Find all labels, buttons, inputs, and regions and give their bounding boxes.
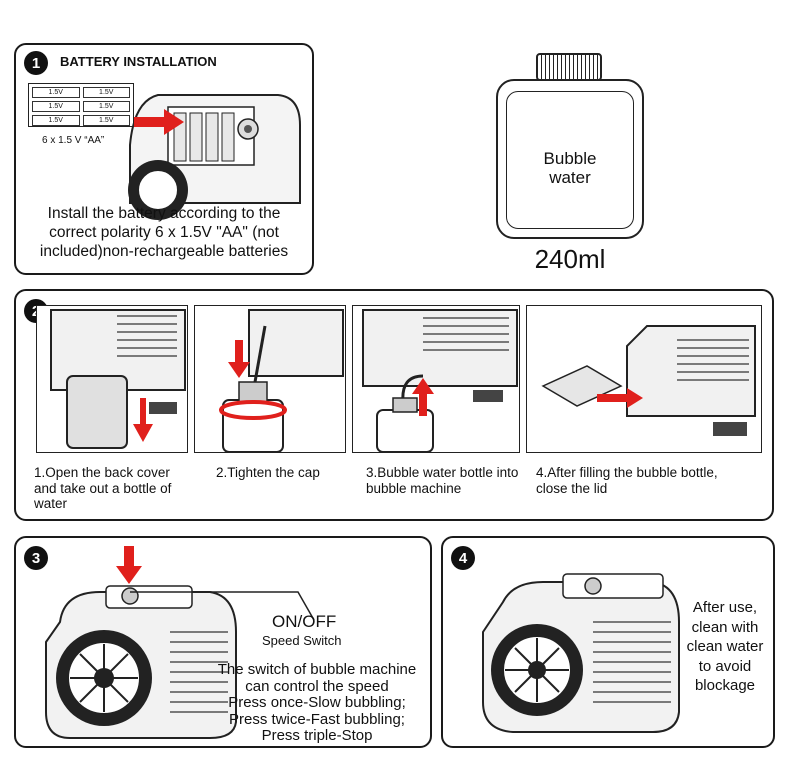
cleaning-description-line: After use, bbox=[692, 599, 758, 616]
bottle-cap bbox=[536, 53, 602, 81]
step2-caption-4: 4.After filling the bubble bottle, close… bbox=[536, 465, 718, 496]
battery-cell: 1.5V bbox=[82, 101, 130, 112]
bottle-body bbox=[496, 79, 644, 239]
step-number-3: 3 bbox=[24, 546, 48, 570]
battery-pack-illustration: 1.5V 1.5V 1.5V 1.5V 1.5V 1.5V bbox=[28, 83, 134, 127]
speed-description-line: Press twice-Fast bubbling; bbox=[229, 710, 405, 728]
step2-caption-1: 1.Open the back cover and take out a bot… bbox=[34, 465, 172, 512]
bottle-label-line1: Bubble bbox=[543, 149, 597, 168]
speed-description-line: Press once-Slow bubbling; bbox=[228, 694, 406, 711]
insert-arrow-icon bbox=[134, 109, 184, 135]
switch-subtitle: Speed Switch bbox=[262, 633, 342, 648]
step2-caption-3: 3.Bubble water bottle into bubble machin… bbox=[366, 465, 519, 496]
cleaning-description-line: clean water bbox=[686, 638, 764, 655]
battery-installation-title: BATTERY INSTALLATION bbox=[60, 54, 217, 69]
switch-title: ON/OFF bbox=[272, 612, 337, 631]
step-number-4: 4 bbox=[451, 546, 475, 570]
battery-cell: 1.5V bbox=[32, 115, 80, 126]
cleaning-panel: 4 After use, clean with clean water to a… bbox=[441, 536, 775, 748]
battery-compartment-illustration bbox=[128, 94, 301, 220]
speed-description-line: can control the speed bbox=[245, 677, 389, 695]
bubble-water-bottle: Bubble water bbox=[496, 53, 644, 239]
close-lid-illustration bbox=[526, 305, 762, 453]
battery-cell: 1.5V bbox=[82, 87, 130, 98]
cleaning-description-line: to avoid bbox=[698, 657, 752, 675]
open-cover-illustration bbox=[36, 305, 188, 453]
battery-installation-panel: 1 BATTERY INSTALLATION 1.5V 1.5V 1.5V 1.… bbox=[14, 43, 314, 275]
bottle-label-line2: water bbox=[549, 168, 591, 187]
cleaning-description-line: clean with bbox=[691, 618, 759, 636]
speed-description-line: Press triple-Stop bbox=[261, 727, 373, 744]
battery-cell: 1.5V bbox=[32, 101, 80, 112]
battery-cell: 1.5V bbox=[32, 87, 80, 98]
battery-cell: 1.5V bbox=[82, 115, 130, 126]
step-number-1: 1 bbox=[24, 51, 48, 75]
battery-caption: 6 x 1.5 V “AA” bbox=[42, 135, 105, 146]
step2-caption-2: 2.Tighten the cap bbox=[216, 465, 320, 480]
speed-description-line: The switch of bubble machine bbox=[217, 661, 417, 678]
speed-description: The switch of bubble machine can control… bbox=[202, 661, 432, 745]
tighten-cap-illustration bbox=[194, 305, 346, 453]
bottle-volume: 240ml bbox=[534, 244, 606, 274]
cleaning-description-line: blockage bbox=[694, 677, 756, 694]
battery-instruction: Install the battery according to the cor… bbox=[39, 205, 289, 260]
press-arrow-icon bbox=[116, 546, 142, 584]
switch-callout-line bbox=[130, 591, 315, 621]
insert-bottle-illustration bbox=[352, 305, 520, 453]
machine-angled-illustration bbox=[482, 573, 680, 733]
cleaning-description: After use, clean with clean water to avo… bbox=[673, 598, 777, 696]
refill-steps-panel: 2 bbox=[14, 289, 774, 521]
speed-switch-panel: 3 ON/OFF Speed Switch The switch of bubb… bbox=[14, 536, 432, 748]
